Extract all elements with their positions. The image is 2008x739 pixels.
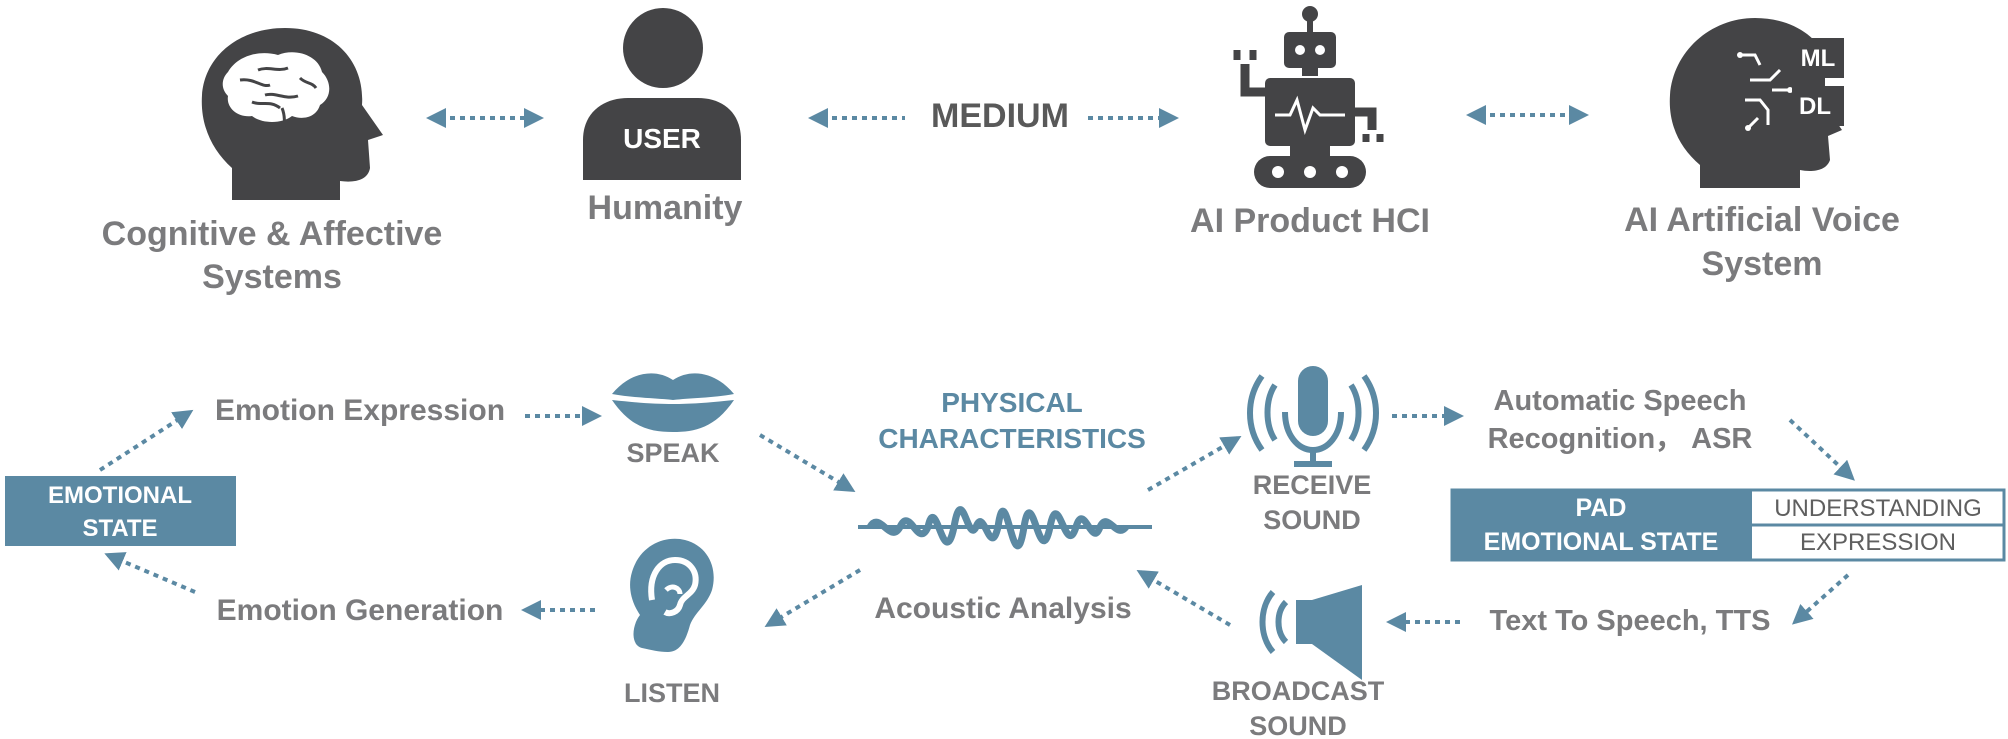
understanding-cell: UNDERSTANDING: [1774, 495, 1982, 522]
expression-cell: EXPRESSION: [1800, 529, 1956, 556]
cognitive-label-line2: Systems: [202, 258, 342, 296]
ai-voice-label-line1: AI Artificial Voice: [1624, 201, 1900, 239]
medium-label: MEDIUM: [931, 97, 1069, 135]
acoustic-analysis-label: Acoustic Analysis: [874, 592, 1131, 625]
physical-label-line1: PHYSICAL: [941, 387, 1083, 418]
tts-label: Text To Speech, TTS: [1490, 605, 1771, 637]
broadcast-label-line2: SOUND: [1249, 711, 1347, 739]
arrow-generation-to-state: [104, 552, 196, 594]
ml-badge: ML: [1801, 45, 1836, 72]
arrow-wave-to-listen: [764, 568, 862, 628]
humanity-label: Humanity: [588, 189, 743, 227]
pad-state-cell: [1452, 490, 1752, 560]
emotional-state-line2: STATE: [82, 515, 157, 542]
asr-label-line1: Automatic Speech: [1494, 385, 1747, 417]
ai-product-label: AI Product HCI: [1190, 202, 1430, 240]
brain-head-icon: [201, 28, 383, 200]
pad-label-line1: PAD: [1576, 494, 1627, 522]
speaker-icon: [1259, 585, 1362, 680]
ear-icon: [630, 538, 714, 652]
ai-head-icon: [1669, 18, 1844, 188]
arrow-wave-to-receive: [1146, 435, 1242, 492]
cognitive-label-line1: Cognitive & Affective: [102, 215, 443, 253]
user-icon: [583, 8, 741, 180]
microphone-icon: [1247, 366, 1379, 467]
speak-label: SPEAK: [626, 438, 720, 468]
sound-wave-icon: [858, 506, 1152, 550]
robot-icon: [1233, 6, 1384, 188]
arrow-asr-to-pad: [1788, 418, 1855, 481]
emotional-state-line1: EMOTIONAL: [48, 482, 192, 509]
pad-label-line2: EMOTIONAL STATE: [1484, 528, 1719, 556]
physical-label-line2: CHARACTERISTICS: [878, 423, 1146, 454]
lips-icon: [612, 373, 734, 432]
arrow-broadcast-to-wave: [1136, 569, 1232, 627]
ai-voice-label-line2: System: [1702, 245, 1823, 283]
receive-label-line2: SOUND: [1263, 505, 1361, 535]
broadcast-label-line1: BROADCAST: [1212, 676, 1385, 706]
dl-badge: DL: [1799, 93, 1831, 120]
arrow-pad-to-tts: [1792, 573, 1850, 625]
emotion-expression-label: Emotion Expression: [215, 394, 505, 427]
emotion-generation-label: Emotion Generation: [217, 594, 504, 627]
listen-label: LISTEN: [624, 678, 720, 708]
emotional-state-box: [5, 476, 236, 546]
arrow-state-to-expression: [98, 409, 194, 472]
asr-label-line2: Recognition， ASR: [1488, 423, 1753, 455]
user-badge: USER: [623, 123, 701, 154]
arrow-speak-to-wave: [758, 433, 856, 493]
receive-label-line1: RECEIVE: [1253, 470, 1372, 500]
